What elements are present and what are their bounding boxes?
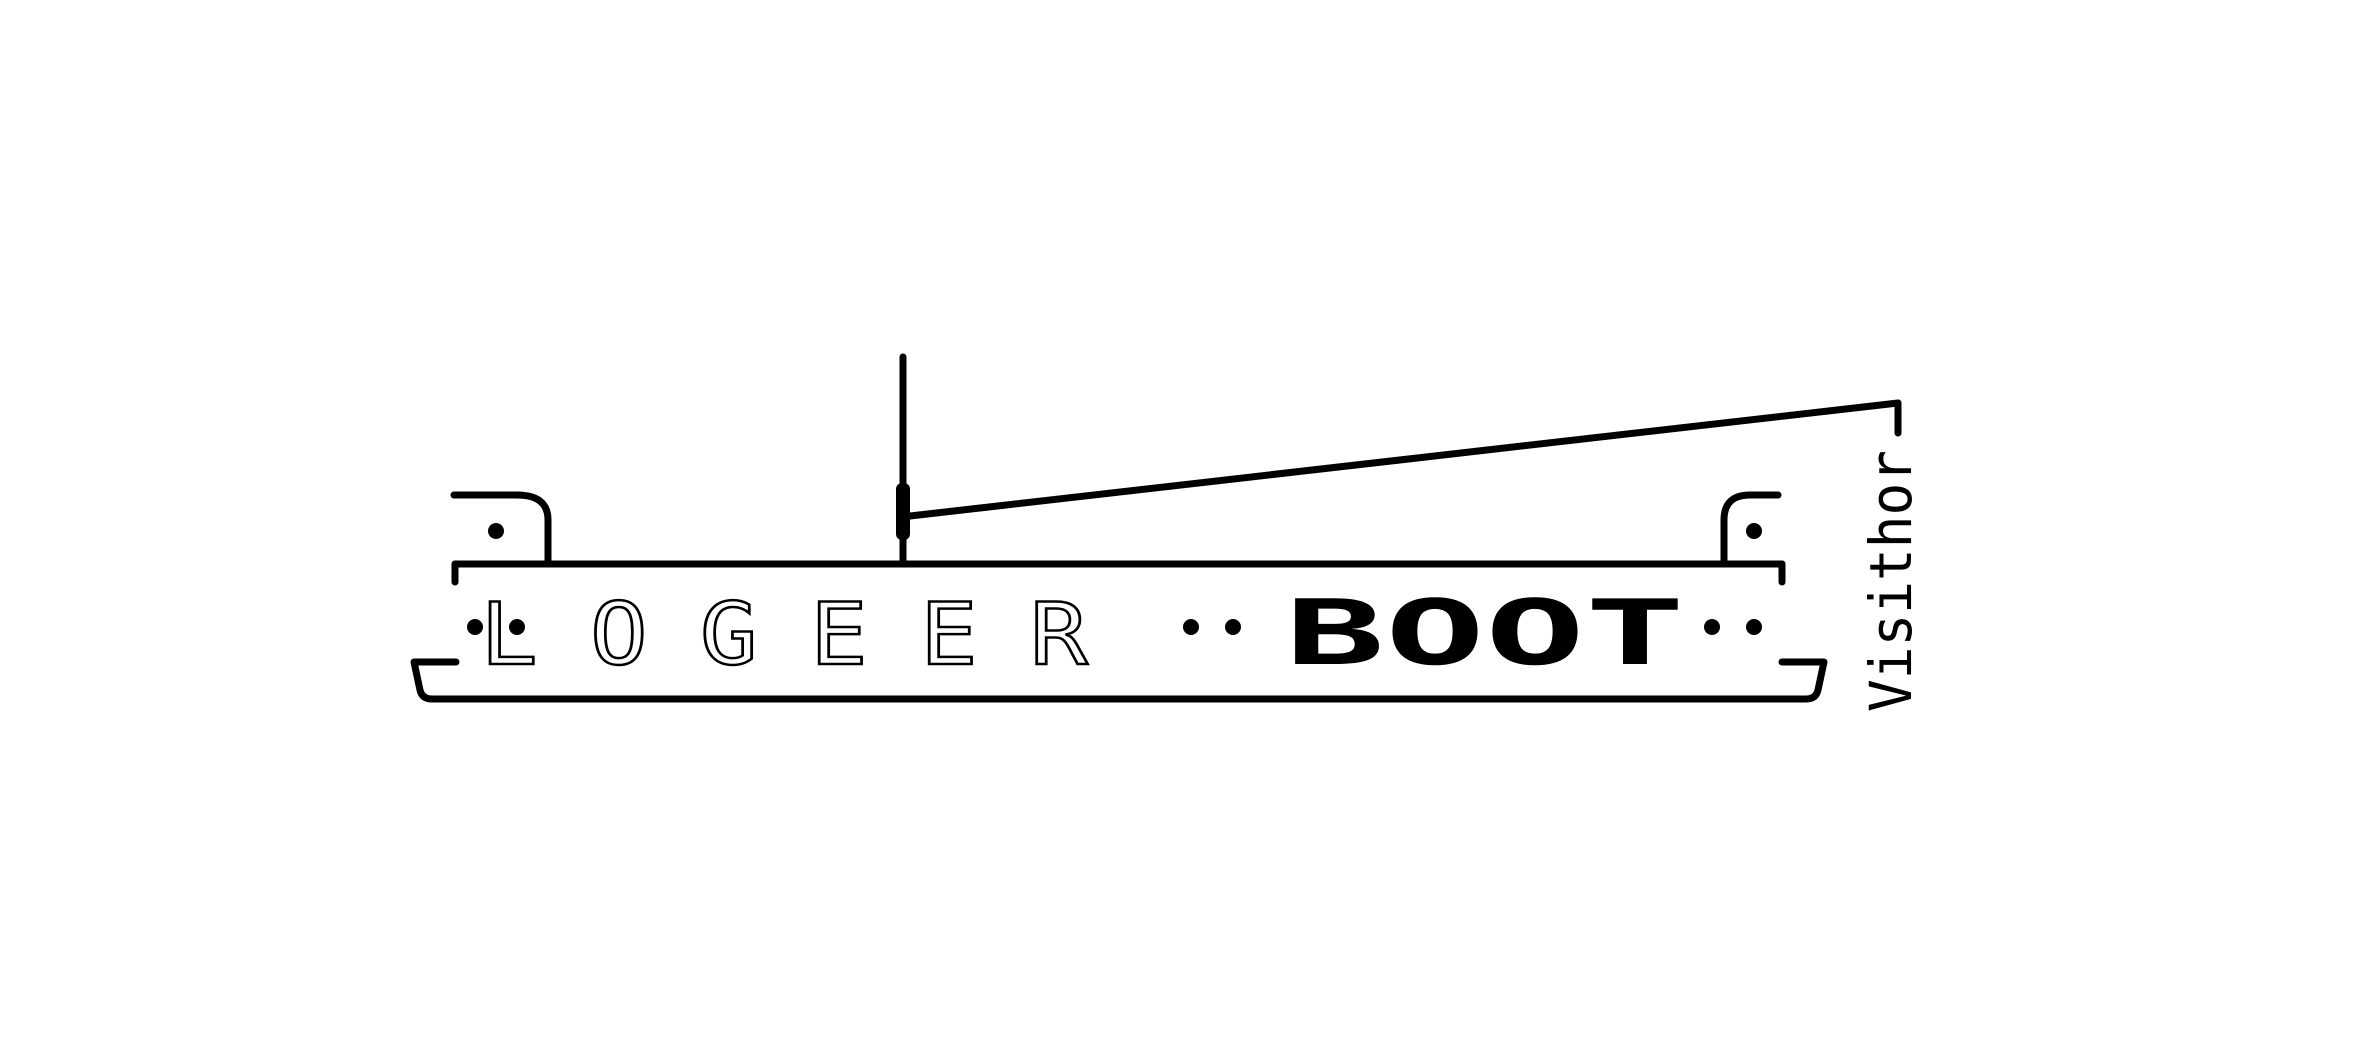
logo-word-thin: LOGEER [480,585,1140,685]
porthole-right [1746,523,1762,539]
dot-left-1 [467,619,483,635]
dot-middle-2 [1225,619,1241,635]
sail-line [906,399,1902,520]
boat-outline [410,353,1902,703]
dot-left-2 [509,619,525,635]
right-cabin-hook [1720,491,1782,568]
hull-bottom [410,658,1828,703]
porthole-left [488,523,504,539]
logo-word-bold: BOOT [1285,581,1685,686]
dot-right-2 [1746,619,1762,635]
left-cabin-hook [450,491,552,568]
mast-joint [896,483,910,540]
logo-side-text: Visithor [1857,450,1925,712]
dot-middle-1 [1183,619,1199,635]
decor-dots [467,523,1762,635]
dot-right-1 [1704,619,1720,635]
